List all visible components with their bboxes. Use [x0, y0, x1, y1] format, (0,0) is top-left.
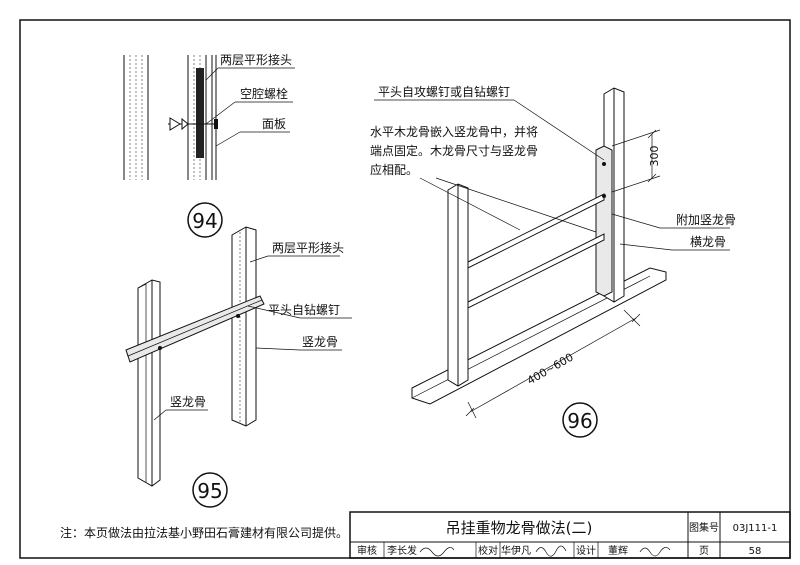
- additional-stud-96: [595, 145, 613, 297]
- design-label: 设计: [576, 544, 596, 557]
- detail-number-95: 95: [197, 479, 222, 503]
- horizontal-channel-95: [125, 295, 265, 363]
- detail-94: 两层平形接头 空腔螺栓 面板 94: [123, 52, 295, 238]
- label-94-panel: 面板: [262, 117, 286, 131]
- check-label: 校对: [478, 544, 498, 557]
- stud-right-95: [231, 226, 257, 427]
- dim-400-600: 400~600: [525, 351, 576, 388]
- checker-name: 华伊凡: [501, 544, 531, 557]
- horizontal-rail-upper-96: [467, 193, 605, 269]
- detail-95: 两层平形接头 平头自钻螺钉 竖龙骨 竖龙骨 95: [125, 226, 352, 508]
- detail-96: 300 400~600 平头自攻螺钉或自钻螺钉 水平木龙骨嵌入竖龙骨中，并将 端…: [370, 84, 736, 438]
- label-95-joint: 两层平形接头: [272, 240, 344, 255]
- reviewer-name: 李长发: [387, 544, 417, 557]
- detail-number-circle-96: [562, 402, 598, 438]
- page-label: 页: [699, 545, 709, 557]
- atlas-number: 03J111-1: [733, 523, 778, 534]
- reviewer-signature: [419, 547, 455, 557]
- dim-300: 300: [648, 146, 661, 167]
- detail-number-circle-95: [192, 472, 228, 508]
- review-label: 审核: [357, 544, 377, 557]
- label-95-stud-left: 竖龙骨: [170, 395, 206, 409]
- atlas-number-label: 图集号: [689, 521, 719, 534]
- label-96-note-2: 端点固定。木龙骨尺寸与竖龙骨: [370, 143, 538, 158]
- hollow-bolt: [168, 117, 218, 131]
- checker-signature: [535, 545, 567, 557]
- title-block: 吊挂重物龙骨做法(二) 图集号 03J111-1 审核 李长发 校对 华伊凡 设…: [349, 511, 791, 559]
- page-number: 58: [749, 546, 762, 557]
- sheet-border: [19, 19, 791, 559]
- horizontal-rail-lower-96: [467, 233, 605, 309]
- detail-number-94: 94: [192, 209, 217, 233]
- joint-plate: [196, 68, 204, 158]
- label-96-screw: 平头自攻螺钉或自钻螺钉: [378, 84, 510, 99]
- label-95-stud-right: 竖龙骨: [302, 335, 338, 349]
- drawing-title: 吊挂重物龙骨做法(二): [446, 519, 593, 537]
- designer-signature: [639, 547, 671, 557]
- label-96-note-3: 应相配。: [370, 162, 418, 177]
- designer-name: 董辉: [608, 544, 628, 557]
- detail-number-96: 96: [567, 409, 592, 433]
- label-95-screw: 平头自钻螺钉: [268, 302, 340, 317]
- label-94-bolt: 空腔螺栓: [240, 86, 288, 101]
- label-96-extra-stud: 附加竖龙骨: [676, 213, 736, 227]
- stud-left-95: [137, 279, 161, 487]
- label-94-joint: 两层平形接头: [220, 52, 292, 67]
- detail-number-circle-94: [187, 202, 223, 238]
- label-96-note-1: 水平木龙骨嵌入竖龙骨中，并将: [370, 124, 538, 139]
- page-note: 注：本页做法由拉法基小野田石膏建材有限公司提供。: [60, 525, 348, 540]
- label-96-horizontal-keel: 横龙骨: [690, 235, 726, 249]
